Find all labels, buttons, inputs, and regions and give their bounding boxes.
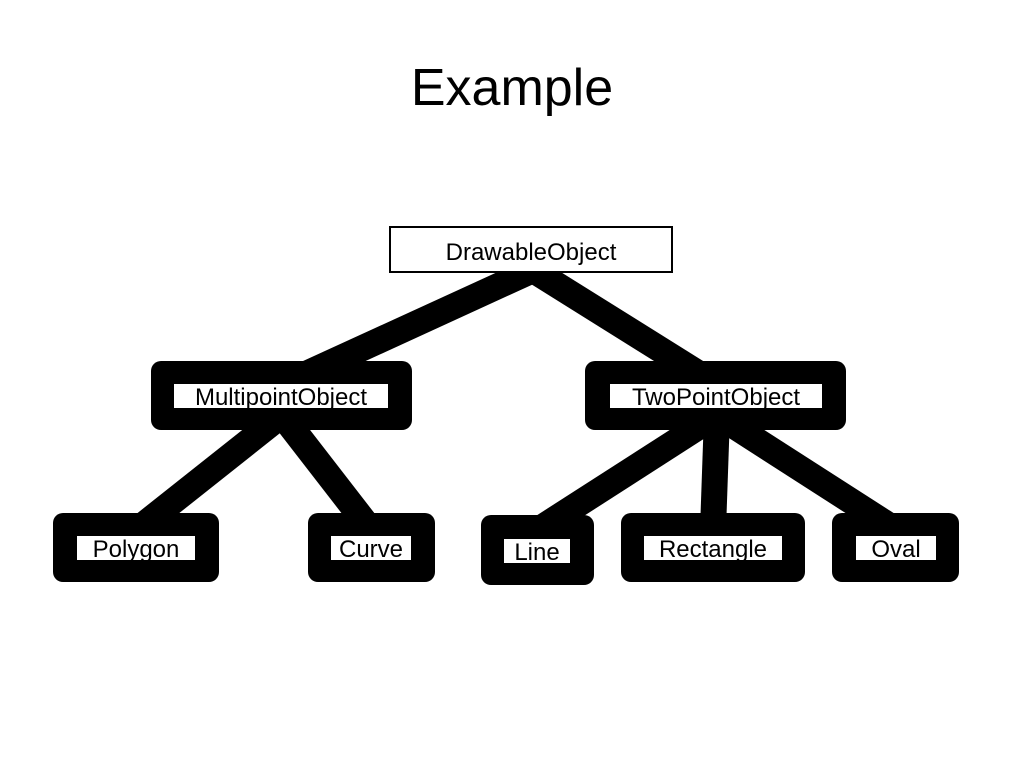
node-curve-label-bg bbox=[331, 536, 411, 560]
node-twopointobject-label: TwoPointObject bbox=[632, 384, 800, 411]
edge-twopointobject-rectangle bbox=[700, 414, 730, 531]
node-polygon-label: Polygon bbox=[93, 536, 180, 563]
node-line-label-bg bbox=[504, 539, 570, 563]
node-multipointobject-label: MultipointObject bbox=[195, 384, 367, 411]
node-multipointobject-label-bg bbox=[174, 384, 388, 408]
node-line: Line bbox=[481, 515, 594, 585]
node-polygon-label-bg bbox=[77, 536, 195, 560]
edge-twopointobject-oval bbox=[709, 404, 904, 541]
node-twopointobject-label-bg bbox=[610, 384, 822, 408]
node-curve: Curve bbox=[308, 513, 435, 582]
node-rectangle-label-bg bbox=[644, 536, 782, 560]
node-twopointobject: TwoPointObject bbox=[585, 361, 846, 430]
node-drawableobject: DrawableObject bbox=[389, 226, 673, 273]
edge-twopointobject-line bbox=[530, 404, 725, 541]
node-oval-label: Oval bbox=[871, 536, 920, 563]
node-oval-label-bg bbox=[856, 536, 936, 560]
node-oval: Oval bbox=[832, 513, 959, 582]
node-drawableobject-label: DrawableObject bbox=[446, 239, 617, 266]
node-line-label: Line bbox=[514, 539, 559, 566]
edge-multipointobject-curve bbox=[271, 407, 382, 538]
node-rectangle: Rectangle bbox=[621, 513, 805, 582]
node-polygon: Polygon bbox=[53, 513, 219, 582]
node-rectangle-label: Rectangle bbox=[659, 536, 767, 563]
edge-multipointobject-polygon bbox=[128, 404, 291, 541]
node-drawableobject-box bbox=[389, 226, 673, 273]
node-curve-label: Curve bbox=[339, 536, 403, 563]
slide-title: Example bbox=[410, 59, 614, 117]
node-multipointobject: MultipointObject bbox=[151, 361, 412, 430]
